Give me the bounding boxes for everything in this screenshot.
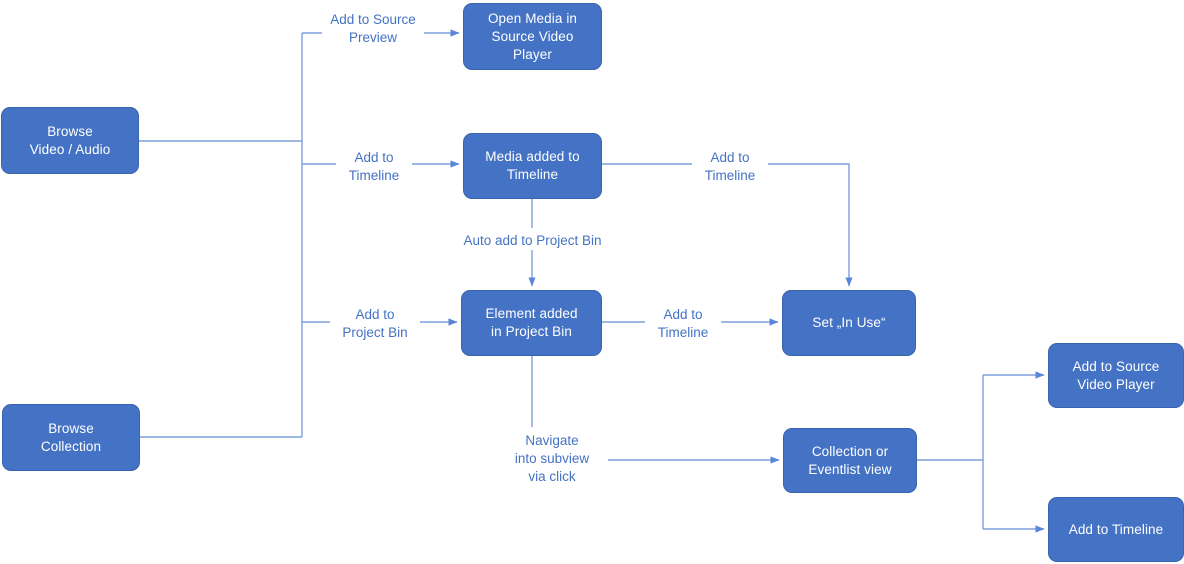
node-add-to-source-video-player[interactable]: Add to Source Video Player [1048,343,1184,408]
edge-label-add-to-timeline-upper-left: Add to Timeline [336,149,412,185]
node-browse-video-audio[interactable]: Browse Video / Audio [1,107,139,174]
node-add-to-timeline[interactable]: Add to Timeline [1048,497,1184,562]
edge-label-add-to-project-bin: Add to Project Bin [330,306,420,342]
edge-label-navigate-into-subview: Navigate into subview via click [496,432,608,486]
node-browse-collection[interactable]: Browse Collection [2,404,140,471]
node-media-added-to-timeline[interactable]: Media added to Timeline [463,133,602,199]
node-set-in-use[interactable]: Set „In Use“ [782,290,916,356]
edge-label-add-to-timeline-lower: Add to Timeline [645,306,721,342]
edge-timeline-to-set-in-use [768,163,853,287]
edge-label-add-to-source-preview: Add to Source Preview [322,11,424,47]
edge-label-auto-add-to-project-bin: Auto add to Project Bin [455,232,610,250]
node-element-added-in-project-bin[interactable]: Element added in Project Bin [461,290,602,356]
edge-label-add-to-timeline-upper-right: Add to Timeline [692,149,768,185]
node-open-media-source-video-player[interactable]: Open Media in Source Video Player [463,3,602,70]
node-collection-or-eventlist-view[interactable]: Collection or Eventlist view [783,428,917,493]
